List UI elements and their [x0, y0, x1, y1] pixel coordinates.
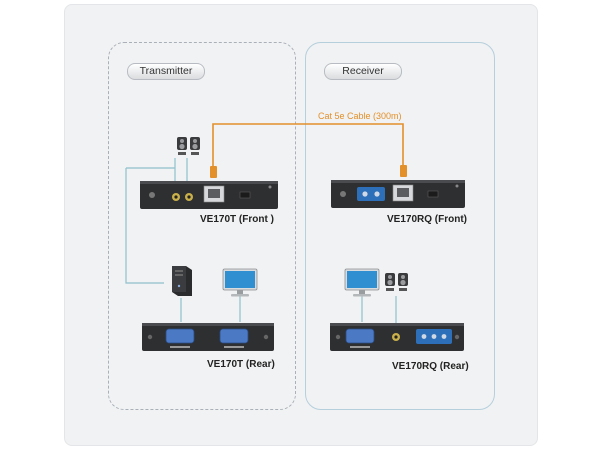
monitor-icon: [222, 268, 258, 297]
cat5e-cable: [212, 123, 404, 178]
receiver-panel: [305, 42, 495, 410]
rx-rear-unit: [330, 323, 464, 351]
tx-rear-label: VE170T (Rear): [207, 359, 275, 370]
receiver-title: Receiver: [324, 63, 402, 80]
transmitter-panel: [108, 42, 296, 410]
rx-rear-label: VE170RQ (Rear): [392, 361, 469, 372]
speakers-icon: [177, 137, 200, 155]
monitor-icon: [344, 268, 380, 297]
tx-rear-unit: [142, 323, 274, 351]
tx-front-label: VE170T (Front ): [200, 214, 274, 225]
computer-tower-icon: [172, 266, 192, 296]
transmitter-title: Transmitter: [127, 63, 205, 80]
speakers-icon: [385, 273, 408, 291]
rx-front-label: VE170RQ (Front): [387, 214, 468, 225]
rx-front-unit: [331, 180, 465, 208]
cable-label: Cat 5e Cable (300m): [318, 111, 402, 121]
tx-front-unit: [140, 181, 278, 209]
tx-audio-link: [125, 168, 164, 284]
